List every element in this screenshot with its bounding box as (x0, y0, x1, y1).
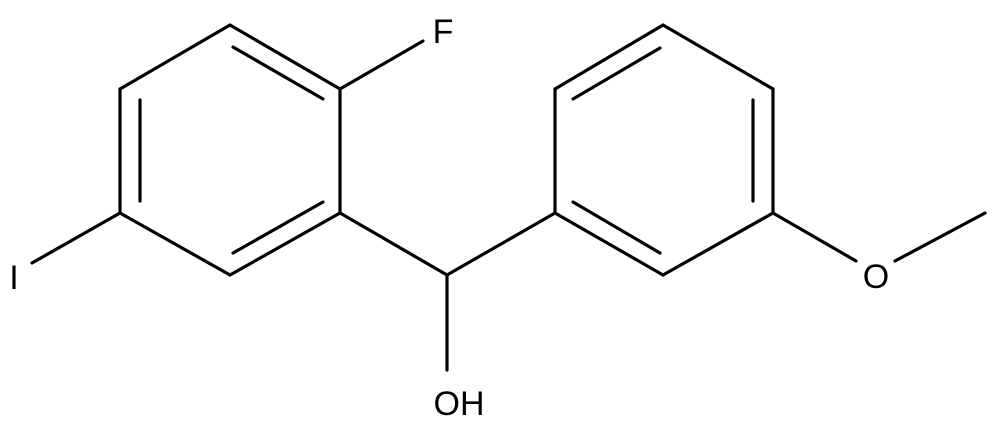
bond-to-iodine (30, 211, 122, 265)
methoxy-benzene-ring (553, 23, 775, 277)
bond (571, 46, 662, 101)
bond (118, 23, 232, 91)
bond (118, 211, 232, 277)
bond (231, 45, 325, 101)
bond (661, 23, 775, 91)
substituent-bonds (30, 39, 987, 372)
bond (661, 211, 775, 277)
bond (231, 200, 325, 255)
hydroxyl-label: OH (434, 385, 485, 423)
fluorine-label: F (433, 13, 454, 51)
bond-to-fluorine (338, 39, 425, 91)
methoxy-oxygen-label: O (863, 258, 889, 296)
fluoro-iodo-benzene-ring (118, 23, 342, 277)
bond-carbinol-to-ring (445, 211, 557, 277)
bond-methoxy-oxygen-to-methyl (893, 211, 987, 263)
bond-ring-to-methoxy-oxygen (771, 211, 858, 263)
bond (553, 211, 665, 277)
bond (228, 23, 342, 91)
iodine-label: I (9, 259, 18, 297)
bond (571, 200, 662, 255)
bond-ring-to-carbinol (338, 211, 449, 277)
bond (553, 23, 665, 91)
bond (228, 211, 342, 277)
